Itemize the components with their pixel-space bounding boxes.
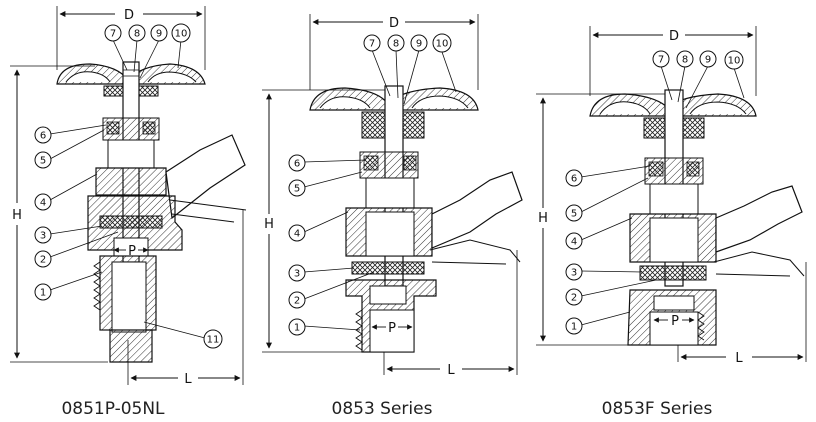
callout-label: 6: [294, 159, 300, 170]
callout-label: 7: [369, 39, 375, 50]
callout-circle: [565, 169, 583, 187]
side-outlet: [431, 171, 523, 249]
callout-circle: [104, 24, 122, 42]
caption-0853-series: 0853 Series: [332, 399, 433, 419]
callout-label: 1: [294, 323, 300, 334]
callout-circle: [565, 317, 583, 335]
callouts-d2: 1 2 3 4 5 6 7 8 9 10: [288, 33, 457, 336]
callout-circle: [363, 34, 381, 52]
callout-label: 10: [728, 56, 741, 67]
callout-label: 8: [393, 39, 399, 50]
callout-label: 8: [682, 55, 688, 66]
callout-label: 11: [207, 335, 220, 346]
dim-d-label: D: [389, 16, 399, 31]
callout-label: 5: [571, 209, 577, 220]
callout-circle: [652, 50, 670, 68]
callout-label: 10: [175, 29, 188, 40]
callout-circle: [34, 193, 52, 211]
callout-circle: [34, 226, 52, 244]
callout-circle: [34, 250, 52, 268]
callout-circle: [724, 50, 744, 70]
callout-circle: [432, 33, 452, 53]
callout-label: 4: [294, 229, 300, 240]
callout-label: 9: [705, 55, 711, 66]
callout-circle: [34, 151, 52, 169]
side-outlet: [165, 134, 246, 220]
callout-circle: [288, 154, 306, 172]
callout-label: 7: [658, 55, 664, 66]
callout-label: 5: [294, 184, 300, 195]
callout-label: 2: [294, 296, 300, 307]
callout-label: 6: [40, 131, 46, 142]
dim-h-label: H: [538, 211, 548, 226]
callout-circle: [34, 126, 52, 144]
dim-p-label: P: [128, 244, 136, 259]
callout-circle: [203, 329, 223, 349]
callout-circle: [565, 204, 583, 222]
callout-label: 7: [110, 29, 116, 40]
callout-circle: [410, 34, 428, 52]
dim-l-label: L: [447, 363, 455, 378]
dim-l-label: L: [735, 351, 743, 366]
callout-circle: [699, 50, 717, 68]
callout-label: 4: [40, 198, 46, 209]
callout-label: 2: [571, 293, 577, 304]
callout-label: 3: [571, 268, 577, 279]
callout-label: 8: [134, 29, 140, 40]
callout-label: 5: [40, 156, 46, 167]
callout-circle: [288, 264, 306, 282]
side-outlet: [715, 185, 803, 253]
callout-label: 9: [156, 29, 162, 40]
callout-circle: [34, 283, 52, 301]
dim-d-label: D: [124, 8, 134, 23]
callout-circle: [387, 34, 405, 52]
seat-washer: [639, 265, 707, 281]
callout-circle: [150, 24, 168, 42]
callout-label: 1: [40, 288, 46, 299]
dim-l-label: L: [184, 372, 192, 387]
callout-circle: [128, 24, 146, 42]
dim-d-label: D: [669, 29, 679, 44]
diagram-0851p-05nl: D H L P: [10, 6, 247, 419]
callout-circle: [171, 23, 191, 43]
callout-circle: [288, 224, 306, 242]
callouts-d1: 1 2 3 4 5 6 7 8 9 10 11: [34, 23, 223, 349]
callout-label: 4: [571, 237, 577, 248]
seat-washer: [99, 215, 163, 229]
callout-circle: [565, 288, 583, 306]
callout-circle: [288, 179, 306, 197]
diagram-0853f-series: D H L: [536, 26, 807, 419]
callout-label: 2: [40, 255, 46, 266]
diagram-0853-series: D H L: [262, 14, 523, 419]
dim-h-label: H: [12, 208, 22, 223]
callout-circle: [288, 291, 306, 309]
caption-0853f-series: 0853F Series: [602, 399, 713, 419]
dim-p-label: P: [671, 314, 679, 329]
callout-label: 10: [436, 39, 449, 50]
callout-label: 3: [294, 269, 300, 280]
dim-h-label: H: [264, 217, 274, 232]
callout-label: 1: [571, 322, 577, 333]
callout-circle: [565, 232, 583, 250]
callouts-d3: 1 2 3 4 5 6 7 8 9 10: [565, 50, 745, 335]
callout-circle: [288, 318, 306, 336]
hose-barb: [109, 329, 153, 363]
dim-p-label: P: [388, 321, 396, 336]
callout-circle: [565, 263, 583, 281]
callout-label: 9: [416, 39, 422, 50]
callout-label: 6: [571, 174, 577, 185]
bonnet-nut: [95, 167, 167, 196]
callout-circle: [676, 50, 694, 68]
seat-washer: [351, 261, 425, 275]
callout-label: 3: [40, 231, 46, 242]
caption-0851p-05nl: 0851P-05NL: [61, 399, 165, 419]
